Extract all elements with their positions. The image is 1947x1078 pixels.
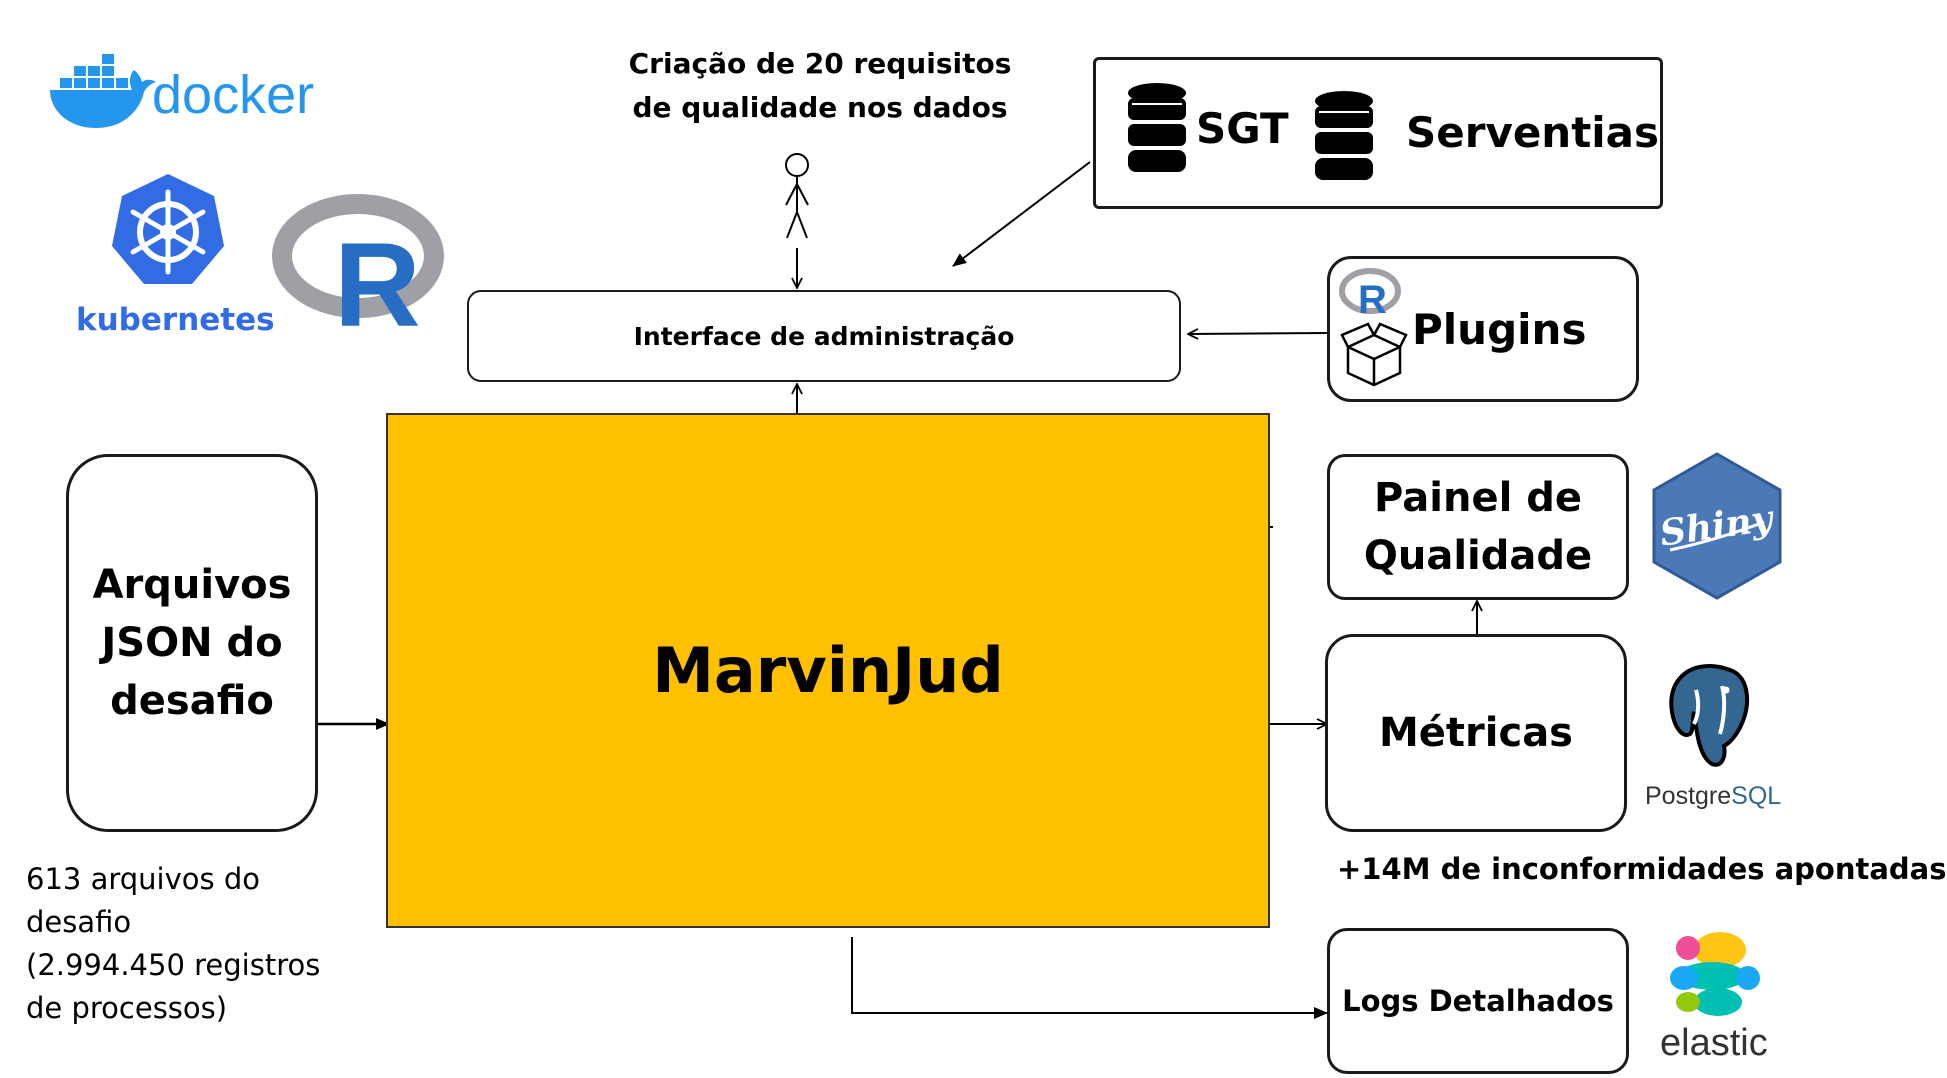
elastic-logo-icon [1670, 932, 1760, 1016]
postgresql-elephant-icon [1669, 663, 1749, 767]
kubernetes-wordmark: kubernetes [76, 302, 275, 338]
marvinjud-label: MarvinJud [652, 634, 1004, 707]
requirements-line-1: Criação de 20 requisitos [628, 47, 1012, 80]
docker-whale-icon [50, 54, 156, 128]
database-icon-sgt [1128, 83, 1186, 172]
plugins-label: Plugins [1412, 305, 1587, 354]
marvinjud-node: MarvinJud [386, 413, 1270, 928]
actor-icon [785, 153, 809, 239]
plugins-node: R Plugins [1327, 256, 1639, 402]
postgresql-text-a: Postgre [1645, 782, 1732, 810]
files-info-line-1: 613 arquivos do [26, 862, 260, 896]
arrow-plugins-to-interface [1188, 333, 1330, 334]
metrics-label: Métricas [1378, 710, 1573, 756]
elastic-wordmark: elastic [1660, 1022, 1768, 1064]
json-files-line-3: desafio [110, 678, 274, 724]
json-files-node: Arquivos JSON do desafio [66, 454, 318, 832]
quality-panel-line-2: Qualidade [1363, 533, 1593, 579]
sgt-label: SGT [1196, 104, 1289, 153]
r-small-logo-icon: R [1339, 268, 1401, 322]
postgresql-wordmark: PostgreSQL [1645, 782, 1781, 811]
files-info-line-4: de processos) [26, 991, 228, 1025]
docker-wordmark: docker [152, 65, 315, 125]
shiny-logo-icon: Shiny [1652, 452, 1782, 600]
arrow-marvinjud-to-logs [851, 937, 1328, 1019]
requirements-line-2: de qualidade nos dados [632, 91, 1008, 124]
logs-label: Logs Detalhados [1342, 984, 1614, 1018]
metrics-node: Métricas [1325, 634, 1627, 832]
database-icon-serventias [1315, 91, 1373, 180]
kubernetes-helm-icon [112, 174, 224, 284]
arrow-databases-to-interface [952, 161, 1091, 267]
r-logo-letter: R [334, 218, 421, 352]
files-info-annotation: 613 arquivos do desafio (2.994.450 regis… [26, 858, 320, 1030]
json-files-line-1: Arquivos [92, 562, 292, 608]
connector-lines [318, 161, 1907, 1019]
files-info-line-2: desafio [26, 905, 132, 939]
logs-node: Logs Detalhados [1327, 928, 1629, 1074]
serventias-label: Serventias [1406, 108, 1660, 157]
json-files-line-2: JSON do [101, 620, 283, 666]
postgresql-text-b: SQL [1731, 782, 1782, 810]
requirements-annotation: Criação de 20 requisitos de qualidade no… [600, 42, 1040, 130]
quality-panel-node: Painel de Qualidade [1327, 454, 1629, 600]
quality-panel-line-1: Painel de [1374, 475, 1582, 521]
databases-node: SGT Serventias [1093, 57, 1663, 209]
r-logo-icon: R [272, 194, 444, 352]
admin-interface-node: Interface de administração [467, 290, 1181, 382]
admin-interface-label: Interface de administração [633, 321, 1015, 351]
r-small-logo-letter: R [1358, 278, 1387, 322]
files-info-line-3: (2.994.450 registros [26, 948, 321, 982]
nonconformities-annotation: +14M de inconformidades apontadas [1337, 852, 1947, 886]
package-icon [1340, 322, 1408, 387]
